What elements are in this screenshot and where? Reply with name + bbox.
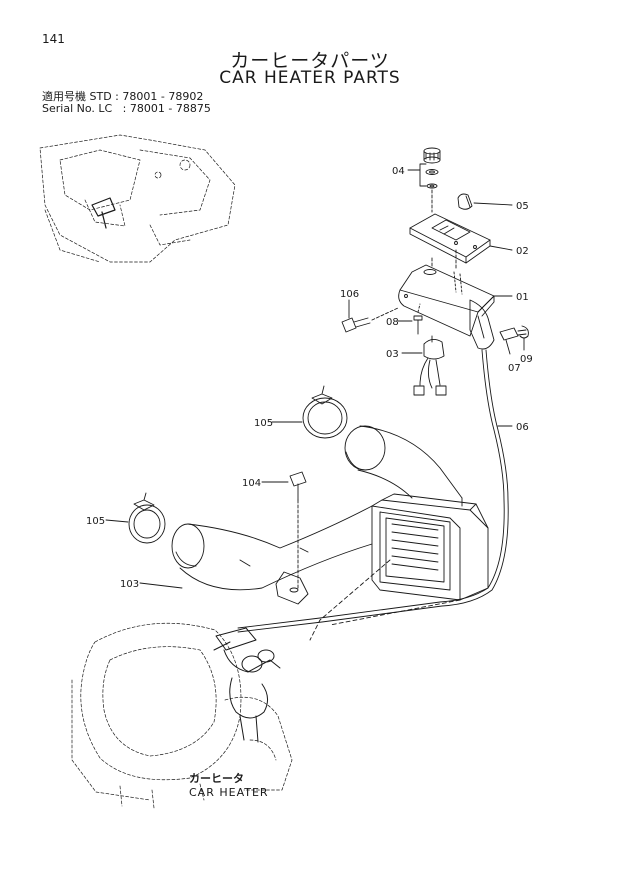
heater-unit: [371, 493, 489, 601]
switch-knob-04: [423, 147, 441, 213]
heater-pipe-fittings: [213, 627, 281, 743]
assembly-caption-japanese: カーヒータ: [189, 772, 244, 785]
bolt-106: [341, 317, 371, 333]
bolt-104: [289, 471, 307, 501]
cable-06: [237, 349, 509, 633]
mounting-bracket: [275, 571, 309, 605]
callout-105-lower: 105: [86, 516, 105, 527]
callout-04: 04: [392, 166, 405, 177]
callout-01: 01: [516, 292, 529, 303]
cap-05: [457, 193, 473, 210]
callout-02: 02: [516, 246, 529, 257]
callout-06: 06: [516, 422, 529, 433]
hose-clamp-105-lower: [128, 492, 166, 544]
machine-location-sketch: [39, 134, 236, 263]
callout-05: 05: [516, 201, 529, 212]
callout-03: 03: [386, 349, 399, 360]
duct-upper: [344, 425, 463, 507]
page-title-japanese: カーヒータパーツ: [230, 50, 390, 72]
callout-08: 08: [386, 317, 399, 328]
assembly-caption: CAR HEATER: [189, 786, 269, 799]
callout-103: 103: [120, 579, 139, 590]
panel-02: [409, 213, 491, 264]
applicable-models-serial: Serial No. LC : 78001 - 78875: [42, 102, 211, 115]
applicable-models-std: 適用号機 STD : 78001 - 78902: [42, 90, 204, 103]
callout-105-upper: 105: [254, 418, 273, 429]
switch-03: [413, 335, 447, 396]
duct-103: [171, 505, 373, 591]
page-number: 141: [42, 32, 65, 46]
callout-09: 09: [520, 354, 533, 365]
connector-07: [499, 327, 527, 355]
callout-104: 104: [242, 478, 261, 489]
hose-clamp-105-upper: [302, 385, 348, 439]
callout-07: 07: [508, 363, 521, 374]
page-title: CAR HEATER PARTS: [219, 68, 401, 88]
heater-assembly-sketch: [71, 622, 293, 809]
callout-106: 106: [340, 289, 359, 300]
screw-08: [413, 315, 423, 335]
housing-01: [398, 264, 495, 350]
clip-09: [519, 325, 529, 351]
